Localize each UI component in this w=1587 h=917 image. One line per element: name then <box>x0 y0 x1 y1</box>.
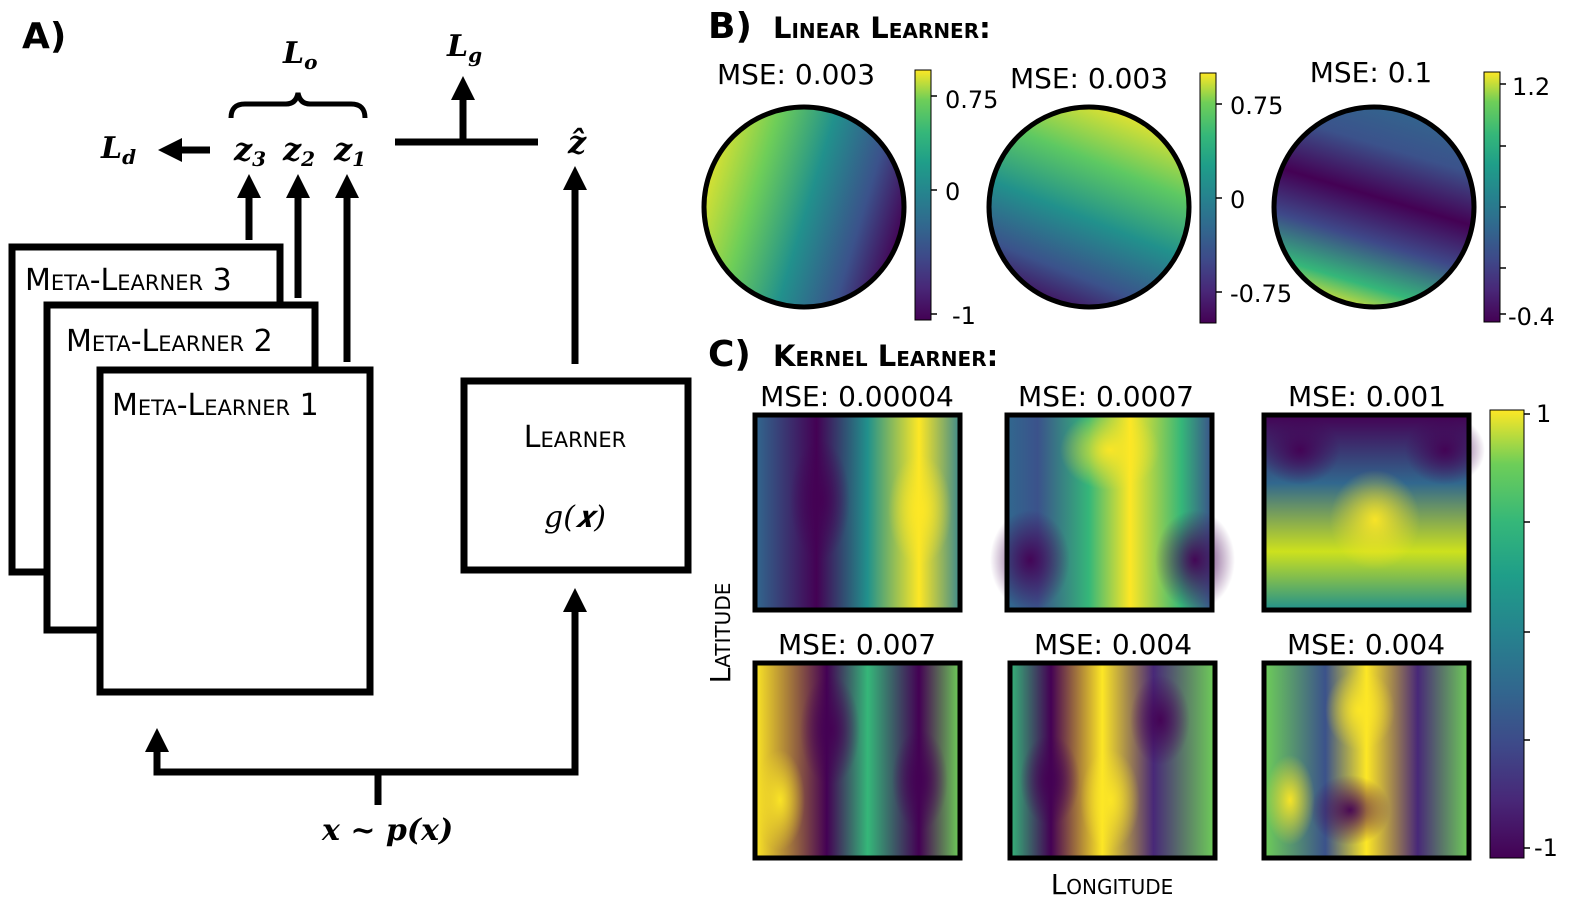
cb2-tick-mid: 0 <box>1230 186 1245 214</box>
cb2-tick-low: -0.75 <box>1230 280 1292 308</box>
learner-title: Learner <box>524 420 627 455</box>
loss-d-label: Ld <box>100 131 136 169</box>
cb1-tick-mid: 0 <box>945 178 960 206</box>
cb1-tick-low: -1 <box>952 302 976 330</box>
panel-b-title: Linear Learner: <box>773 11 991 45</box>
arrowheads <box>145 76 587 752</box>
kernel-mse-6: MSE: 0.004 <box>1287 628 1445 661</box>
linear-disk-2 <box>986 104 1192 310</box>
linear-colorbar-2 <box>1199 72 1222 324</box>
kernel-colorbar <box>1489 409 1530 859</box>
meta-learner-1-label: Meta-Learner 1 <box>112 388 319 423</box>
z3-label: z3 <box>233 130 266 171</box>
loss-g-label: Lg <box>446 29 482 67</box>
kernel-plot-3 <box>1260 412 1485 613</box>
panel-c-label: C) <box>708 334 751 375</box>
kernel-plot-2 <box>990 410 1235 613</box>
kernel-ylabel: Latitude <box>704 583 737 684</box>
kernel-mse-4: MSE: 0.007 <box>778 628 936 661</box>
arrows <box>153 92 579 805</box>
meta-learner-2-label: Meta-Learner 2 <box>66 324 273 359</box>
linear-mse-2: MSE: 0.003 <box>1010 62 1168 95</box>
panel-b-label: B) <box>708 6 752 47</box>
linear-mse-1: MSE: 0.003 <box>717 58 875 91</box>
kernel-xlabel: Longitude <box>1051 868 1174 901</box>
cb2-tick-high: 0.75 <box>1230 92 1283 120</box>
kernel-plot-1 <box>752 412 963 613</box>
meta-learner-1-box <box>96 366 374 696</box>
cb1-tick-high: 0.75 <box>945 86 998 114</box>
meta-learner-3-label: Meta-Learner 3 <box>25 263 232 298</box>
kernel-cb-tick-high: 1 <box>1536 400 1551 428</box>
panel-c-title: Kernel Learner: <box>773 339 998 373</box>
kernel-mse-1: MSE: 0.00004 <box>760 380 954 413</box>
z1-label: z1 <box>333 130 366 171</box>
linear-colorbar-3 <box>1483 71 1506 323</box>
cb3-tick-low: -0.4 <box>1508 303 1555 331</box>
input-distribution-label: 𝒙 ~ p(𝒙) <box>321 813 453 848</box>
linear-colorbar-1 <box>914 69 937 321</box>
loss-o-label: Lo <box>282 36 317 74</box>
panel-a-label: A) <box>22 16 66 57</box>
kernel-mse-5: MSE: 0.004 <box>1034 628 1192 661</box>
kernel-plot-6 <box>1261 660 1472 861</box>
linear-mse-3: MSE: 0.1 <box>1310 56 1433 89</box>
learner-box <box>460 377 692 574</box>
kernel-mse-2: MSE: 0.0007 <box>1018 380 1194 413</box>
kernel-mse-3: MSE: 0.001 <box>1288 380 1446 413</box>
z2-label: z2 <box>282 130 315 171</box>
linear-disk-1 <box>701 104 907 310</box>
kernel-plot-4 <box>752 660 963 861</box>
kernel-plot-5 <box>1007 660 1218 861</box>
z-hat-label: ẑ <box>567 123 587 161</box>
learner-function: g(𝒙) <box>544 500 606 535</box>
cb3-tick-high: 1.2 <box>1512 73 1550 101</box>
kernel-cb-tick-low: -1 <box>1534 834 1558 862</box>
meta-learner-stack <box>8 243 374 696</box>
linear-disk-3 <box>1271 104 1477 310</box>
